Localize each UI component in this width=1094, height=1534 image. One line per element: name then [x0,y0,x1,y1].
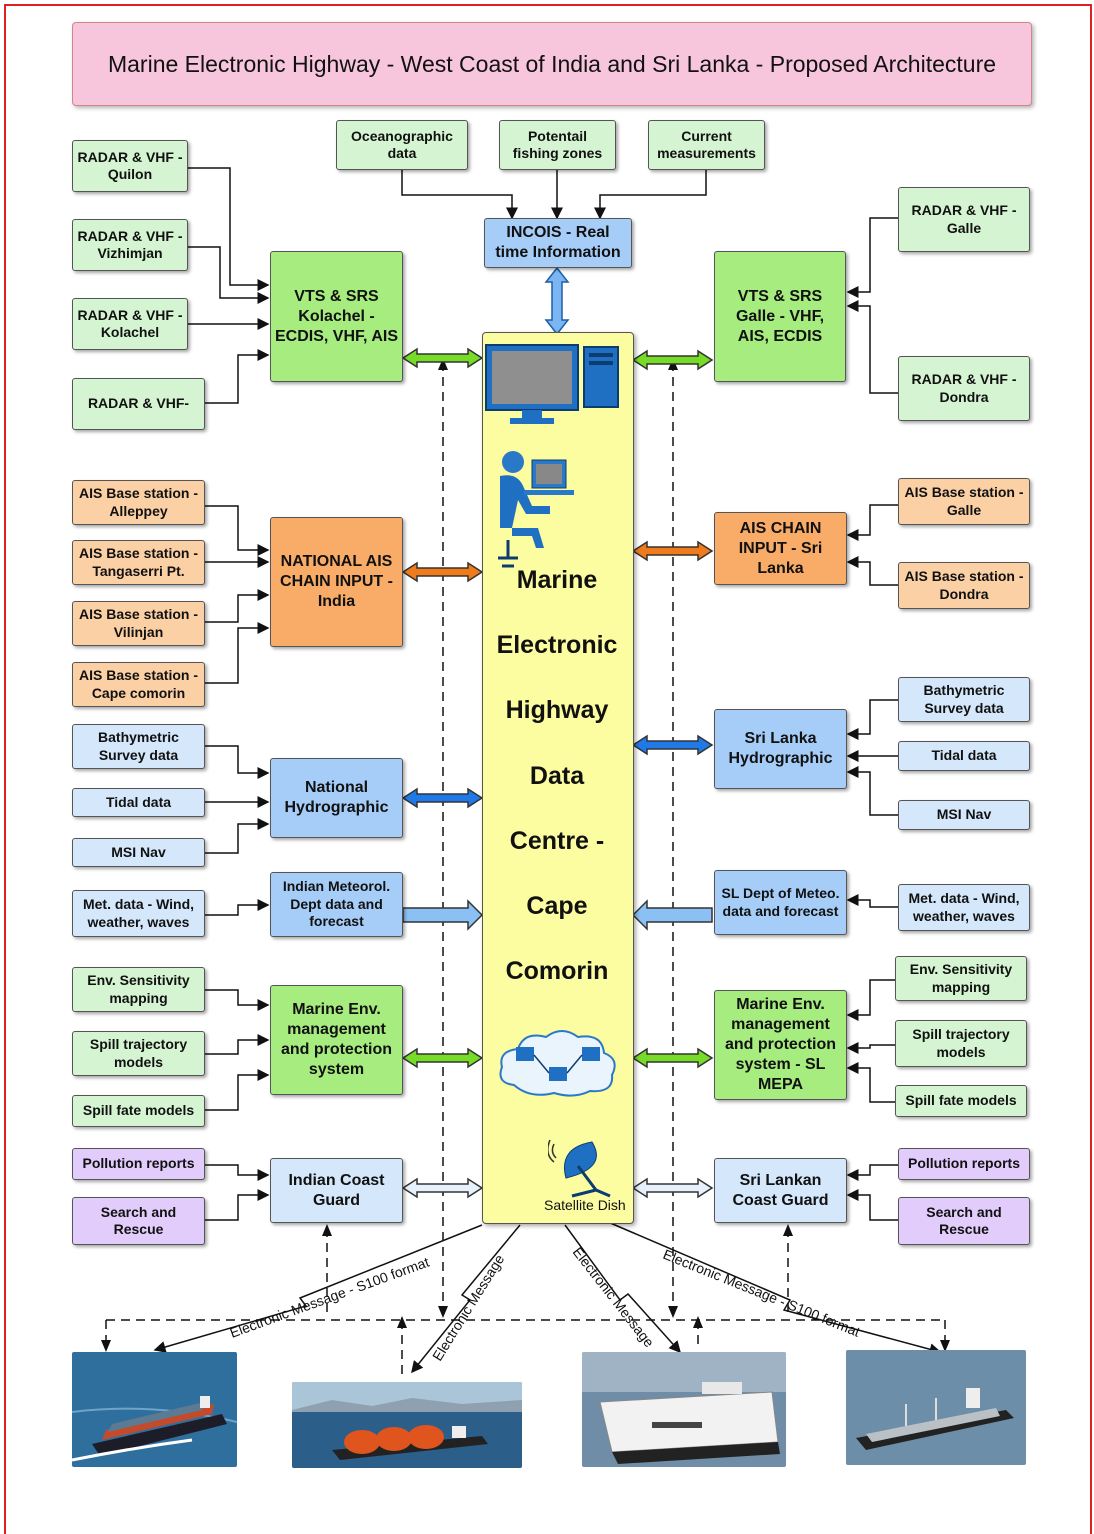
oceanographic-data-box: Oceanographic data [336,120,468,170]
desktop-computer-icon [485,344,619,424]
sl-env-sensitivity-box: Env. Sensitivity mapping [895,956,1027,1001]
ais-galle-box: AIS Base station - Galle [898,478,1030,525]
msi-nav-box: MSI Nav [72,838,205,867]
ship-photo-car-carrier [582,1352,786,1467]
national-hydrographic-box: National Hydrographic [270,758,403,838]
met-data-box: Met. data - Wind, weather, waves [72,890,205,937]
radar-kolachel-box: RADAR & VHF - Kolachel [72,298,188,350]
search-and-rescue-box: Search and Rescue [72,1197,205,1245]
page-frame [4,4,1092,1534]
ais-dondra-box: AIS Base station - Dondra [898,562,1030,609]
ship-photo-bulk-carrier [846,1350,1026,1465]
center-line-3: Highway [505,696,609,724]
center-line-5: Centre - [509,827,605,855]
center-line-1: Marine [516,566,598,594]
incois-box: INCOIS - Real time Information [484,218,632,268]
imd-forecast-box: Indian Meteorol. Dept data and forecast [270,872,403,937]
ais-vilinjan-box: AIS Base station - Vilinjan [72,601,205,646]
sl-pollution-reports-box: Pollution reports [898,1148,1030,1180]
sl-spill-fate-box: Spill fate models [895,1085,1027,1117]
pollution-reports-box: Pollution reports [72,1148,205,1180]
radar-vizhimjan-box: RADAR & VHF - Vizhimjan [72,219,188,271]
env-sensitivity-box: Env. Sensitivity mapping [72,967,205,1012]
bathymetric-survey-box: Bathymetric Survey data [72,724,205,769]
radar-dondra-box: RADAR & VHF - Dondra [898,356,1030,421]
center-line-6: Cape [526,892,588,920]
current-measurements-box: Current measurements [648,120,765,170]
message-label-3: Electronic Message [570,1244,658,1350]
diagram-title: Marine Electronic Highway - West Coast o… [72,22,1032,106]
network-cloud-icon [499,1030,616,1097]
sl-bathymetric-survey-box: Bathymetric Survey data [898,677,1030,722]
vts-galle-box: VTS & SRS Galle - VHF, AIS, ECDIS [714,251,846,382]
fishing-zones-box: Potentail fishing zones [499,120,616,170]
spill-trajectory-box: Spill trajectory models [72,1031,205,1076]
sl-marine-env-management-box: Marine Env. management and protection sy… [714,990,847,1100]
srilanka-hydrographic-box: Sri Lanka Hydrographic [714,709,847,789]
spill-fate-box: Spill fate models [72,1095,205,1127]
message-label-4: Electronic Message - S100 format [661,1246,863,1340]
satellite-dish-icon [548,1139,611,1198]
person-at-computer-icon [498,451,574,568]
satellite-dish-label: Satellite Dish [544,1197,626,1213]
marine-env-management-box: Marine Env. management and protection sy… [270,985,403,1095]
sl-tidal-data-box: Tidal data [898,741,1030,771]
radar-galle-box: RADAR & VHF - Galle [898,187,1030,252]
center-line-7: Comorin [505,957,609,985]
ship-photo-container-vessel [72,1352,237,1467]
ship-photo-lng-carrier [292,1382,522,1468]
radar-quilon-box: RADAR & VHF - Quilon [72,140,188,192]
tidal-data-box: Tidal data [72,788,205,817]
sl-meteo-forecast-box: SL Dept of Meteo. data and forecast [714,870,847,935]
sl-msi-nav-box: MSI Nav [898,800,1030,830]
ais-cape-comorin-box: AIS Base station - Cape comorin [72,662,205,707]
indian-coast-guard-box: Indian Coast Guard [270,1158,403,1223]
sl-spill-trajectory-box: Spill trajectory models [895,1020,1027,1067]
radar-vhf-box: RADAR & VHF- [72,378,205,430]
center-line-2: Electronic [496,631,618,659]
ais-alleppey-box: AIS Base station - Alleppey [72,480,205,525]
ais-tangaserri-box: AIS Base station - Tangaserri Pt. [72,540,205,585]
ais-chain-srilanka-box: AIS CHAIN INPUT - Sri Lanka [714,512,847,585]
national-ais-chain-box: NATIONAL AIS CHAIN INPUT - India [270,517,403,647]
sl-search-and-rescue-box: Search and Rescue [898,1197,1030,1245]
vts-kolachel-box: VTS & SRS Kolachel - ECDIS, VHF, AIS [270,251,403,382]
center-line-4: Data [529,762,585,790]
sl-met-data-box: Met. data - Wind, weather, waves [898,884,1030,931]
srilankan-coast-guard-box: Sri Lankan Coast Guard [714,1158,847,1223]
incois-link-arrow [544,266,570,336]
